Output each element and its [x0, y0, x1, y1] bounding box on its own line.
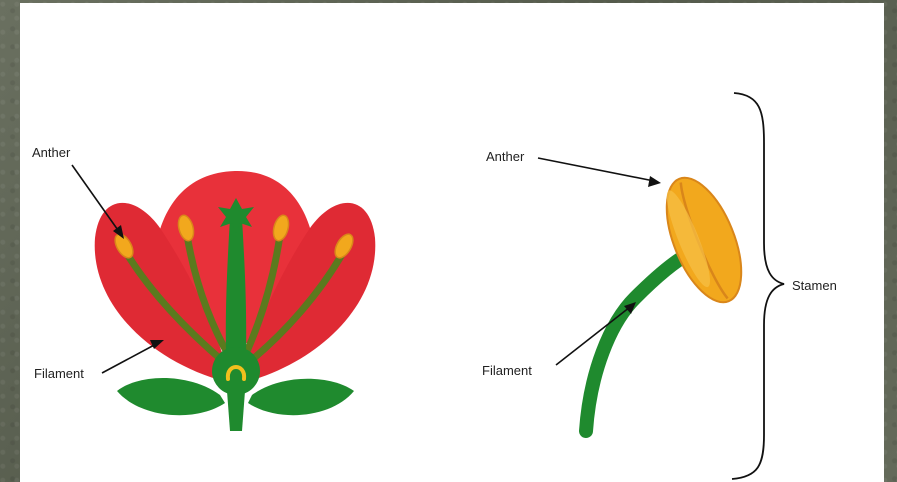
sepal-left: [117, 378, 225, 415]
right-anther-arrowhead: [648, 176, 661, 187]
right-filament-label: Filament: [482, 363, 532, 378]
stamen-anther: [651, 168, 756, 313]
sepal-right: [248, 379, 354, 415]
left-anther-arrow: [72, 165, 120, 233]
left-anther-label: Anther: [32, 145, 71, 160]
diagram-card: Anther Filament Anther: [20, 3, 884, 482]
stem: [227, 391, 245, 431]
right-anther-arrow: [538, 158, 654, 181]
stamen-diagram: Anther Filament Anther: [20, 3, 884, 482]
left-filament-arrow: [102, 343, 158, 373]
stamen-illustration: [586, 168, 757, 431]
right-anther-label: Anther: [486, 149, 525, 164]
flower-illustration: [95, 171, 376, 431]
pistil: [226, 218, 246, 353]
ovary: [212, 347, 260, 395]
stamen-filament: [586, 253, 690, 431]
right-annotations: Anther Filament Stamen: [482, 93, 837, 479]
left-filament-label: Filament: [34, 366, 84, 381]
right-filament-arrow: [556, 307, 630, 365]
stamen-label: Stamen: [792, 278, 837, 293]
